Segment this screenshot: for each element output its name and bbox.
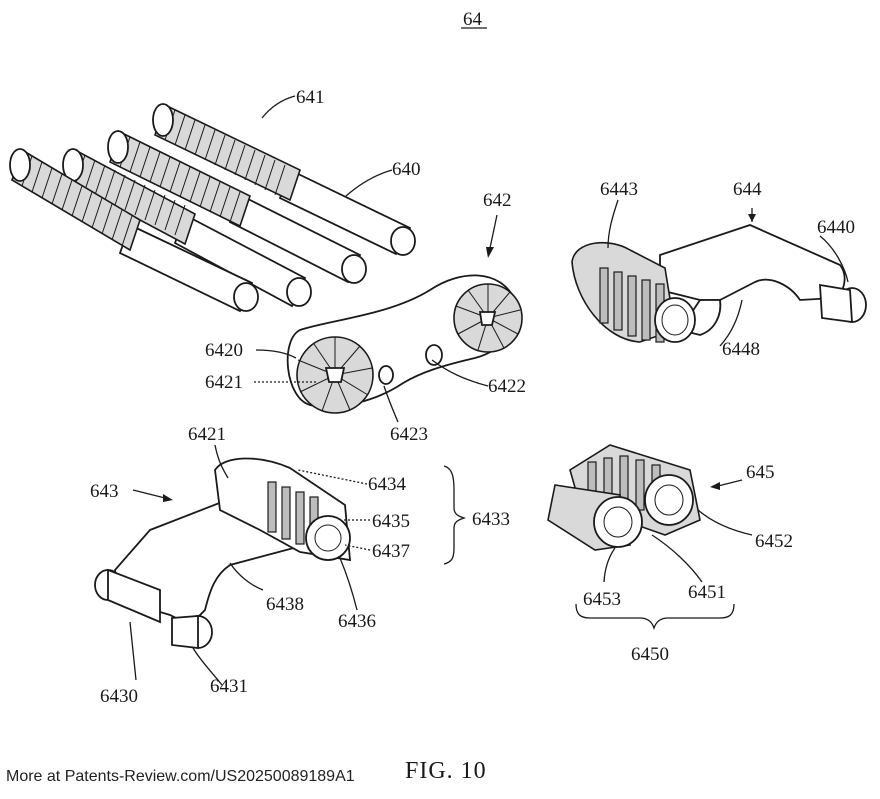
label-640: 640: [392, 159, 421, 180]
label-6437: 6437: [372, 541, 410, 562]
label-6431: 6431: [210, 676, 248, 697]
label-6451: 6451: [688, 582, 726, 603]
shaft-third: [107, 130, 367, 284]
label-6430: 6430: [100, 686, 138, 707]
label-6452: 6452: [755, 531, 793, 552]
label-6433: 6433: [472, 509, 510, 530]
arm-643: [94, 457, 352, 650]
label-6436: 6436: [338, 611, 376, 632]
label-641: 641: [296, 87, 325, 108]
label-6421-lower: 6421: [188, 424, 226, 445]
assembly-number: 64: [463, 9, 483, 30]
label-6448: 6448: [722, 339, 760, 360]
threaded-shafts-641: [9, 103, 416, 313]
label-6434: 6434: [368, 474, 407, 495]
label-645: 645: [746, 462, 775, 483]
shaft-back: [152, 103, 416, 256]
link-plate-642: [286, 274, 523, 414]
shaft-second: [62, 148, 312, 308]
label-6422: 6422: [488, 376, 526, 397]
label-6421-upper: 6421: [205, 372, 243, 393]
label-6423: 6423: [390, 424, 428, 445]
label-6438: 6438: [266, 594, 304, 615]
source-footer: More at Patents-Review.com/US20250089189…: [6, 768, 355, 785]
label-644: 644: [733, 179, 762, 200]
label-6420: 6420: [205, 340, 243, 361]
label-643: 643: [90, 481, 119, 502]
label-6440: 6440: [817, 217, 855, 238]
shaft-front: [9, 148, 259, 313]
gear-pair-645: [547, 444, 701, 551]
reference-labels: 641 640 642 6443 644 6440 6420 6421 6422…: [90, 87, 855, 707]
leader-lines: [129, 95, 849, 686]
label-6453: 6453: [583, 589, 621, 610]
label-6443: 6443: [600, 179, 638, 200]
label-6435: 6435: [372, 511, 410, 532]
label-6450: 6450: [631, 644, 669, 665]
figure-caption: FIG. 10: [405, 758, 487, 784]
arm-644: [571, 224, 867, 343]
label-642: 642: [483, 190, 512, 211]
